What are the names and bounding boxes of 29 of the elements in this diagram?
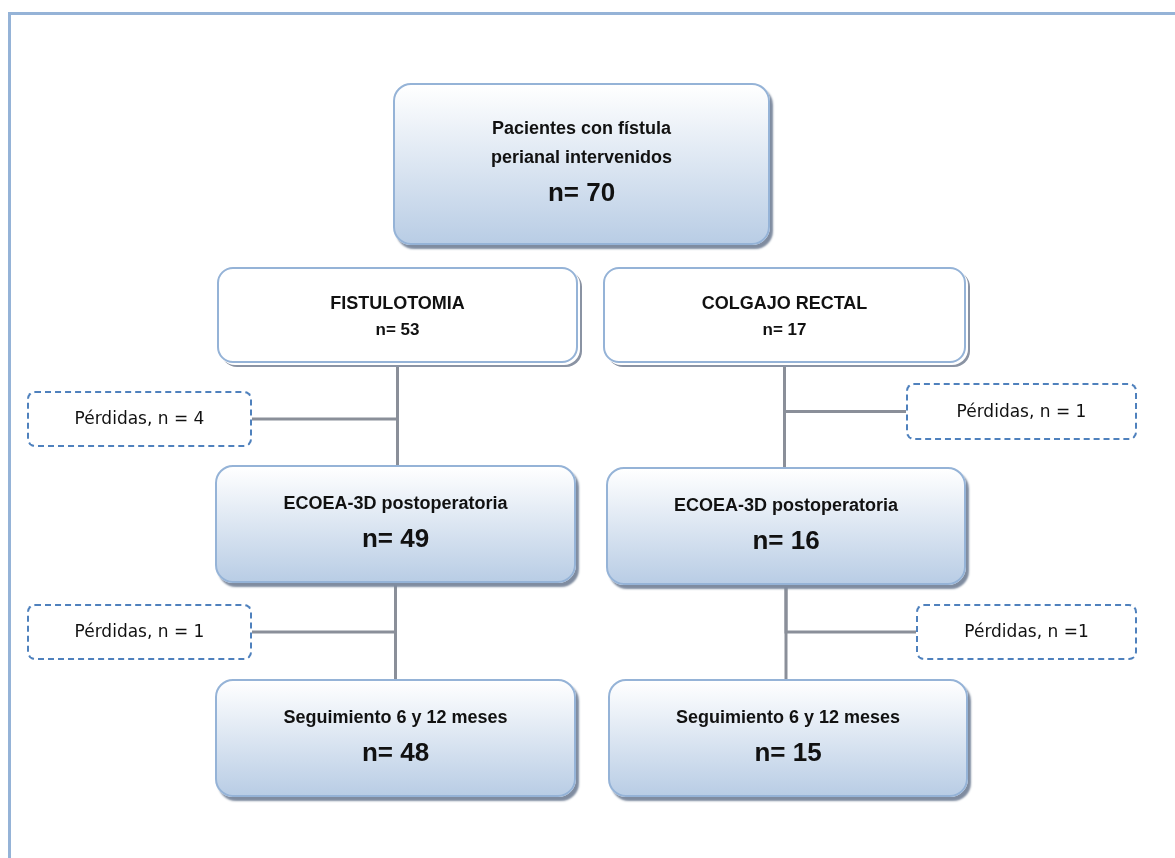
box-title: ECOEA-3D postoperatoria (673, 493, 898, 517)
count-label: n= 16 (752, 523, 820, 557)
process-box (215, 679, 576, 797)
box-title: Pérdidas, n = 1 (956, 399, 1087, 423)
process-box (606, 467, 966, 585)
process-box (608, 679, 968, 797)
loss-box (27, 604, 252, 660)
loss-box (906, 383, 1137, 440)
box-title: FISTULOTOMIA (330, 291, 465, 315)
count-label: n= 70 (547, 176, 616, 209)
box-title: COLGAJO RECTAL (701, 291, 868, 315)
connector-line (252, 583, 397, 634)
box-title: Pacientes con fístula perianal intervenidos (489, 117, 674, 170)
box-title: Pérdidas, n =1 (964, 620, 1089, 644)
box-title: ECOEA-3D postoperatoria (283, 491, 508, 515)
process-box (215, 465, 576, 583)
loss-box (916, 604, 1137, 660)
box-title: Pérdidas, n = 1 (74, 620, 205, 644)
connector-line (784, 585, 916, 634)
loss-box (27, 391, 252, 447)
box-title: Seguimiento 6 y 12 meses (675, 705, 901, 729)
count-label: n= 48 (361, 735, 430, 769)
box-title: Seguimiento 6 y 12 meses (283, 705, 508, 729)
box-title: Pérdidas, n = 4 (74, 407, 205, 431)
process-box (393, 83, 770, 245)
count-label: n= 49 (361, 521, 430, 555)
count-label: n= 17 (762, 318, 807, 341)
count-label: n= 15 (754, 735, 822, 769)
count-label: n= 53 (375, 318, 420, 341)
